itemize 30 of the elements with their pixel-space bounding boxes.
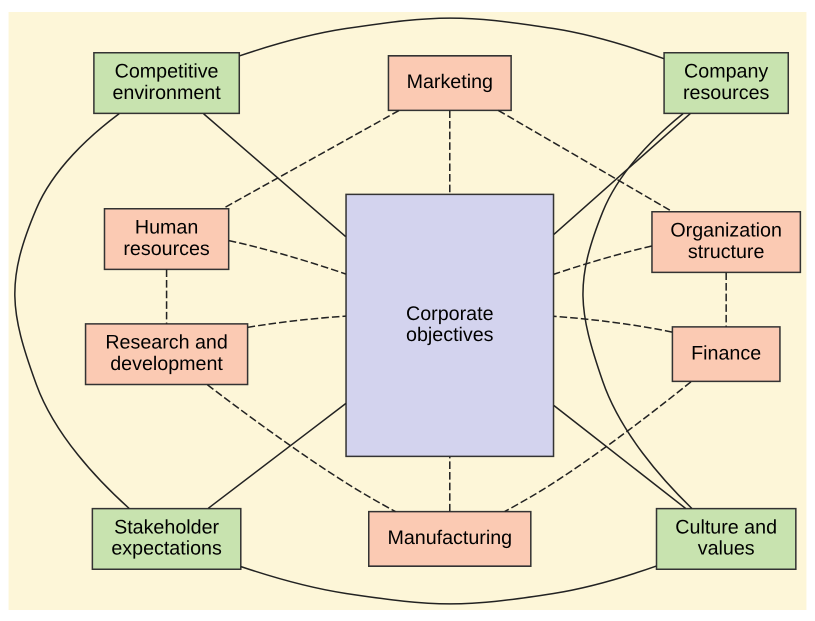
node-box: Finance [672, 326, 781, 382]
connector [228, 239, 346, 274]
connector [240, 564, 657, 604]
connector [14, 112, 130, 509]
node-box: Organization structure [651, 210, 802, 273]
connector [203, 112, 346, 237]
connector [239, 16, 664, 59]
connector [553, 404, 686, 509]
connector [498, 109, 673, 212]
connector [504, 380, 692, 512]
connector [248, 314, 346, 328]
connector [208, 402, 346, 508]
node-box: Human resources [104, 208, 230, 270]
connector [553, 112, 691, 235]
node-box: Corporate objectives [345, 193, 554, 457]
connector [725, 272, 727, 326]
connector [449, 110, 451, 194]
node-box: Competitive environment [93, 52, 240, 114]
node-box: Research and development [84, 322, 248, 385]
connector [554, 315, 672, 332]
connector [166, 268, 168, 324]
node-box: Culture and values [656, 507, 797, 570]
connector [582, 112, 692, 509]
connector [554, 244, 652, 274]
connector [449, 456, 451, 511]
connector [206, 384, 396, 512]
node-box: Stakeholder expectations [92, 507, 242, 570]
node-box: Marketing [388, 54, 512, 111]
node-box: Manufacturing [368, 510, 532, 566]
node-box: Company resources [663, 52, 790, 114]
